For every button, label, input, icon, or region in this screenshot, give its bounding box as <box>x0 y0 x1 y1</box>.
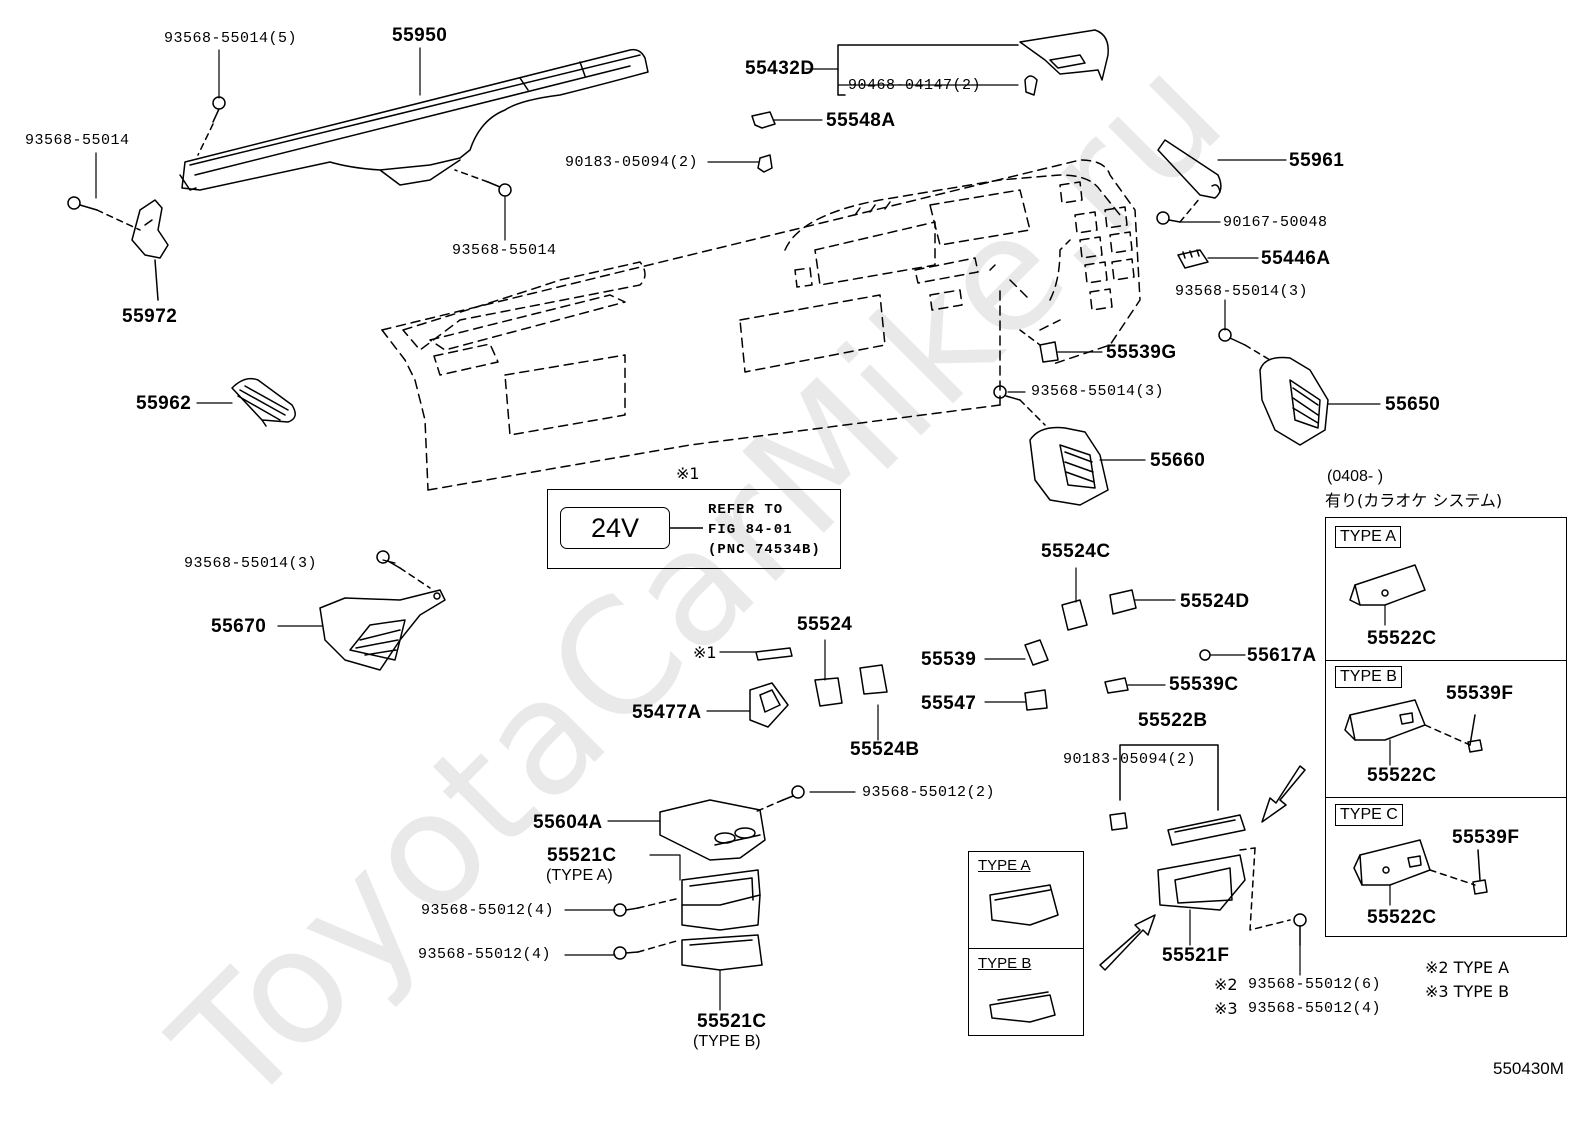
part-55962-drawing <box>231 377 296 427</box>
part-55522B-55521F-drawing <box>1109 744 1307 946</box>
label-55522B: 55522B <box>1138 710 1208 731</box>
label-55962: 55962 <box>136 393 192 414</box>
part-55961-drawing <box>1156 139 1222 225</box>
dashboard-outline <box>381 159 1141 491</box>
part-55660-drawing <box>993 385 1109 506</box>
label-55660: 55660 <box>1150 450 1206 471</box>
diagram-code: 550430M <box>1493 1059 1564 1078</box>
option-date-range: (0408- ) <box>1327 468 1384 485</box>
inset-drawings <box>989 884 1059 1023</box>
label-55539F-b: 55539F <box>1446 683 1514 704</box>
diagram-drawing <box>67 29 1488 1023</box>
label-93568-55014-3-right: 93568-55014(3) <box>1175 283 1309 300</box>
part-55604A-drawing <box>659 785 805 861</box>
label-55521F: 55521F <box>1162 945 1230 966</box>
label-55950: 55950 <box>392 25 448 46</box>
part-55521C-drawing <box>613 869 763 971</box>
mark-1: ※1 <box>676 464 700 483</box>
label-55524B: 55524B <box>850 739 920 760</box>
label-90183-05094-top: 90183-05094(2) <box>565 154 699 171</box>
label-55432D: 55432D <box>745 58 815 79</box>
label-55524: 55524 <box>797 614 853 635</box>
label-55539F-c: 55539F <box>1452 827 1520 848</box>
label-55524D: 55524D <box>1180 591 1250 612</box>
label-55547: 55547 <box>921 693 977 714</box>
label-55522C-a: 55522C <box>1367 628 1437 649</box>
label-93568-55014-3-center: 93568-55014(3) <box>1031 383 1165 400</box>
label-55539: 55539 <box>921 649 977 670</box>
label-90183-05094-bot: 90183-05094(2) <box>1063 751 1197 768</box>
label-93568-55012-4c: 93568-55012(4) <box>1248 1000 1382 1017</box>
part-55650-drawing <box>1218 328 1329 446</box>
reference-box: 24V REFER TO FIG 84-01 (PNC 74534B) <box>547 489 841 569</box>
inset-type-a: TYPE A <box>978 857 1031 874</box>
label-93568-55012-6: 93568-55012(6) <box>1248 976 1382 993</box>
label-type-b-paren: (TYPE B) <box>693 1033 761 1050</box>
label-93568-55014-5: 93568-55014(5) <box>164 30 298 47</box>
option-panel: TYPE A TYPE B TYPE C <box>1325 517 1567 937</box>
reference-line-1: REFER TO <box>708 502 784 518</box>
part-55432D-drawing <box>837 29 1109 96</box>
part-55972-drawing <box>131 199 169 301</box>
option-type-c-tag: TYPE C <box>1335 804 1403 826</box>
inset-box: TYPE A TYPE B <box>968 851 1084 1036</box>
label-90167-50048: 90167-50048 <box>1223 214 1328 231</box>
label-93568-55012-4a: 93568-55012(4) <box>421 902 555 919</box>
reference-line-2: FIG 84-01 <box>708 522 793 538</box>
fasteners-upper-left <box>67 96 512 231</box>
part-55446A-drawing <box>1177 249 1209 269</box>
label-55617A: 55617A <box>1247 645 1317 666</box>
side-panel-drawings <box>1344 564 1488 895</box>
mark-1-small: ※1 <box>693 643 717 662</box>
label-55477A: 55477A <box>632 702 702 723</box>
reference-connector <box>669 527 703 529</box>
mark-2: ※2 <box>1214 975 1238 994</box>
option-karaoke-system: 有り(カラオケ システム) <box>1325 491 1503 510</box>
small-clips-top <box>751 111 776 173</box>
direction-arrows <box>1099 765 1306 971</box>
label-55961: 55961 <box>1289 150 1345 171</box>
label-93568-55012-2: 93568-55012(2) <box>862 784 996 801</box>
part-55539G-drawing <box>1019 329 1059 363</box>
label-55548A: 55548A <box>826 110 896 131</box>
part-55670-drawing <box>319 550 446 671</box>
voltage-badge: 24V <box>560 507 670 549</box>
legend-type-b: ※3 TYPE B <box>1425 982 1510 1001</box>
label-90468-04147: 90468-04147(2) <box>848 77 982 94</box>
label-55972: 55972 <box>122 306 178 327</box>
label-type-a-paren: (TYPE A) <box>546 867 613 884</box>
option-type-a-tag: TYPE A <box>1335 526 1402 548</box>
inset-type-b: TYPE B <box>978 955 1032 972</box>
option-type-b-tag: TYPE B <box>1335 666 1402 688</box>
label-93568-55014-3-left: 93568-55014(3) <box>184 555 318 572</box>
label-55539G: 55539G <box>1106 342 1177 363</box>
parts-diagram: ToyotaCarMike.ru <box>25 21 1567 1140</box>
label-55521C-top: 55521C <box>547 845 617 866</box>
label-55446A: 55446A <box>1261 248 1331 269</box>
label-93568-55014-left: 93568-55014 <box>25 132 130 149</box>
label-55539C: 55539C <box>1169 674 1239 695</box>
label-93568-55012-4b: 93568-55012(4) <box>418 946 552 963</box>
reference-line-3: (PNC 74534B) <box>708 542 821 558</box>
part-55950-drawing <box>179 48 649 191</box>
mark-3: ※3 <box>1214 999 1238 1018</box>
label-55650: 55650 <box>1385 394 1441 415</box>
label-55522C-b: 55522C <box>1367 765 1437 786</box>
label-93568-55014-mid: 93568-55014 <box>452 242 557 259</box>
label-55524C: 55524C <box>1041 541 1111 562</box>
leader-lines <box>95 47 1391 1011</box>
label-55521C-bot: 55521C <box>697 1011 767 1032</box>
label-55604A: 55604A <box>533 812 603 833</box>
small-parts-middle <box>749 589 1211 728</box>
legend-type-a: ※2 TYPE A <box>1425 958 1510 977</box>
label-55670: 55670 <box>211 616 267 637</box>
label-55522C-c: 55522C <box>1367 907 1437 928</box>
